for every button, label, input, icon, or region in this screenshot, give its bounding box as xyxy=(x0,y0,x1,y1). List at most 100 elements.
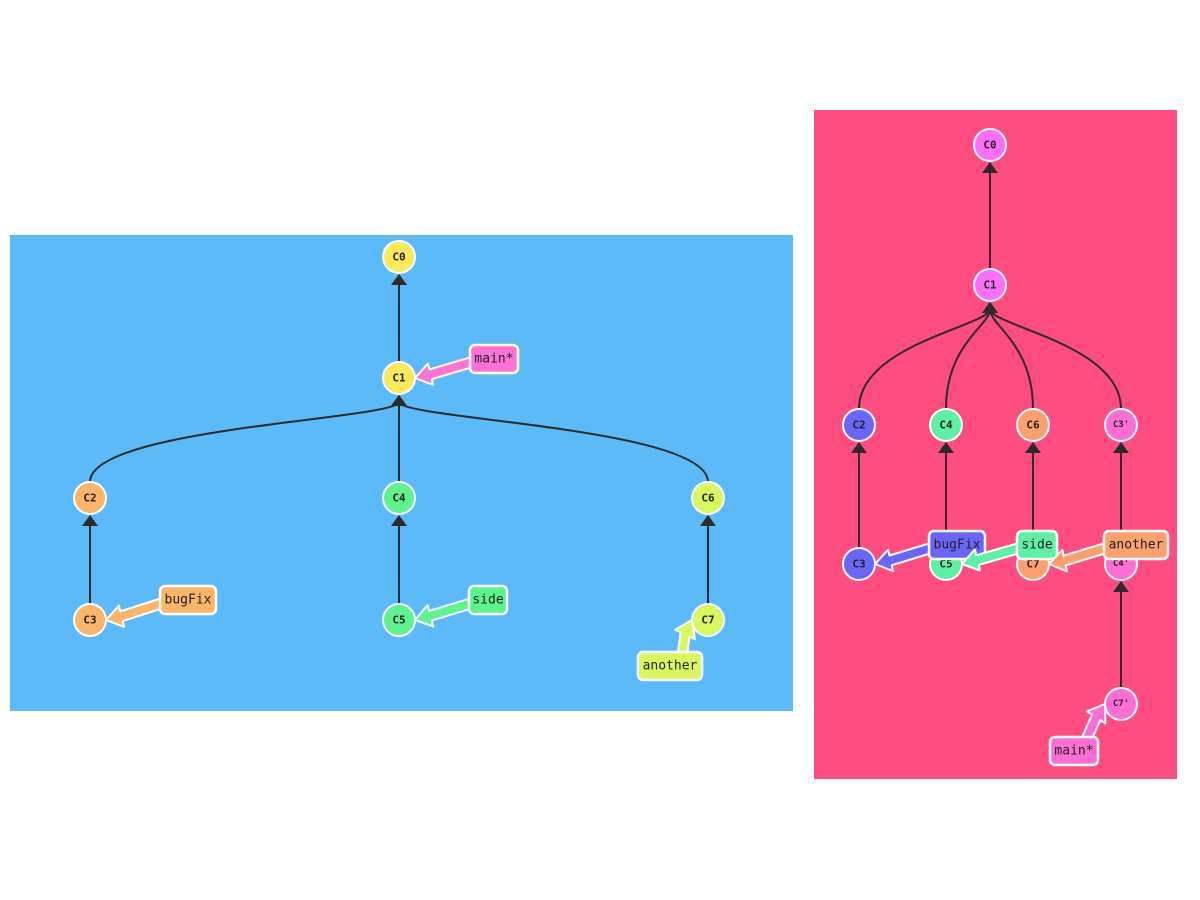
branch-label-box xyxy=(636,650,704,682)
commit-c3-prime[interactable]: C3' xyxy=(1104,408,1138,442)
commit-label: C6 xyxy=(1026,419,1040,432)
commit-c4[interactable]: C4 xyxy=(929,408,963,442)
commit-label: C1 xyxy=(983,279,997,292)
commit-label: C0 xyxy=(392,251,405,264)
commit-node xyxy=(842,408,876,442)
edge-c7-to-c6 xyxy=(700,515,716,604)
edge-c3-to-c2 xyxy=(851,442,867,548)
branch-arrow xyxy=(414,355,477,386)
branch-label-box xyxy=(927,529,987,561)
commit-label: C4' xyxy=(1113,559,1129,569)
branch-arrow xyxy=(961,541,1024,572)
commit-label: C3 xyxy=(852,558,865,571)
commit-c1[interactable]: C1 xyxy=(382,361,416,395)
commit-c6[interactable]: C6 xyxy=(691,481,725,515)
commit-label: C7' xyxy=(1113,699,1129,709)
commit-label: C2 xyxy=(83,492,96,505)
edge-arrowhead xyxy=(700,515,716,526)
branch-arrow xyxy=(874,541,936,573)
branch-another[interactable]: another xyxy=(1048,529,1170,573)
branch-label: bugFix xyxy=(934,538,981,553)
edge-arrowhead xyxy=(851,442,867,453)
commit-label: C2 xyxy=(852,419,865,432)
edge-arrowhead xyxy=(391,515,407,526)
commit-label: C5 xyxy=(939,558,952,571)
branch-bugfix[interactable]: bugFix xyxy=(105,584,218,628)
branch-side[interactable]: side xyxy=(414,584,509,628)
branch-label: side xyxy=(472,593,503,608)
commit-label: C7 xyxy=(701,614,714,627)
commit-c5[interactable]: C5 xyxy=(382,603,416,637)
commit-c3[interactable]: C3 xyxy=(73,603,107,637)
edge-arrowhead xyxy=(1025,442,1041,453)
commit-node xyxy=(973,268,1007,302)
edge-line xyxy=(989,309,1122,410)
branch-label-box xyxy=(158,584,218,616)
branch-label: another xyxy=(1109,538,1164,553)
commit-c3[interactable]: C3 xyxy=(842,547,876,581)
edge-line xyxy=(945,309,991,410)
branch-main[interactable]: main* xyxy=(414,343,520,386)
edge-c6-to-c1 xyxy=(391,395,709,483)
commit-label: C5 xyxy=(392,614,405,627)
branch-label: main* xyxy=(1054,744,1093,759)
edge-line xyxy=(858,309,991,410)
commit-c2[interactable]: C2 xyxy=(842,408,876,442)
branch-label-box xyxy=(1048,735,1100,767)
commit-c7-prime[interactable]: C7' xyxy=(1104,687,1138,721)
commit-c4[interactable]: C4 xyxy=(382,481,416,515)
edge-c7-prime-to-c4-prime xyxy=(1113,581,1129,688)
branch-label-box xyxy=(468,343,520,375)
branch-label: main* xyxy=(474,352,513,367)
commit-c2[interactable]: C2 xyxy=(73,481,107,515)
edge-c1-to-c0 xyxy=(391,274,407,362)
branch-label: bugFix xyxy=(165,593,212,608)
commit-c1[interactable]: C1 xyxy=(973,268,1007,302)
commit-node xyxy=(1016,408,1050,442)
branch-side[interactable]: side xyxy=(961,529,1059,572)
commit-c6[interactable]: C6 xyxy=(1016,408,1050,442)
branch-label: side xyxy=(1021,538,1052,553)
commit-label: C6 xyxy=(701,492,715,505)
branch-arrow xyxy=(105,596,167,628)
branch-label-box xyxy=(467,584,509,616)
commit-label: C3' xyxy=(1113,420,1129,430)
edge-c1-to-c0 xyxy=(982,162,998,269)
branch-label-box xyxy=(1102,529,1170,561)
branch-label: another xyxy=(643,659,698,674)
commit-label: C0 xyxy=(983,139,996,152)
branch-another[interactable]: another xyxy=(636,619,704,682)
commit-node xyxy=(382,481,416,515)
edge-arrowhead xyxy=(982,162,998,173)
edge-c3-prime-to-c1 xyxy=(982,302,1122,410)
commit-node xyxy=(1104,408,1138,442)
commit-node xyxy=(691,481,725,515)
edge-c5-to-c4 xyxy=(391,515,407,604)
commit-label: C4 xyxy=(392,492,406,505)
branch-bugfix[interactable]: bugFix xyxy=(874,529,987,573)
commit-label: C1 xyxy=(392,372,406,385)
commit-node xyxy=(929,408,963,442)
edge-arrowhead xyxy=(82,515,98,526)
edge-arrowhead xyxy=(1113,442,1129,453)
commit-node xyxy=(73,481,107,515)
commit-c7[interactable]: C7 xyxy=(691,603,725,637)
commit-c0[interactable]: C0 xyxy=(973,128,1007,162)
branch-main[interactable]: main* xyxy=(1048,703,1107,767)
commit-label: C4 xyxy=(939,419,953,432)
edge-arrowhead xyxy=(1113,581,1129,592)
edge-arrowhead xyxy=(982,302,998,313)
branch-label-box xyxy=(1015,529,1059,561)
commit-label: C7 xyxy=(1026,558,1039,571)
edge-arrowhead xyxy=(938,442,954,453)
edge-line xyxy=(989,309,1034,410)
branch-arrow xyxy=(1048,541,1111,573)
commit-label: C3 xyxy=(83,614,96,627)
commit-node xyxy=(973,128,1007,162)
branch-arrow xyxy=(414,596,476,628)
commit-c0[interactable]: C0 xyxy=(382,240,416,274)
